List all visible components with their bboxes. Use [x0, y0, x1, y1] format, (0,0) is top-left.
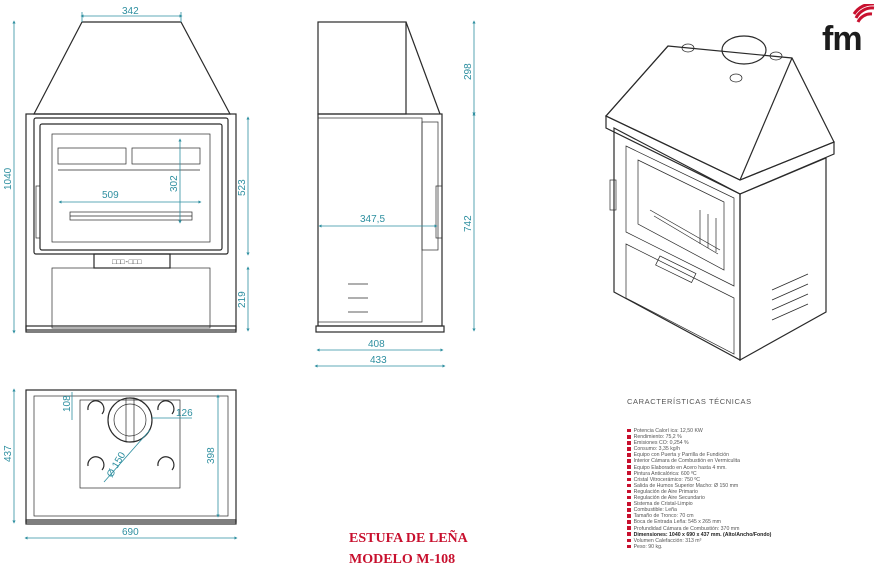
specs-heading: CARACTERÍSTICAS TÉCNICAS: [627, 397, 752, 406]
spec-item: Tamaño de Tronco: 70 cm: [627, 513, 877, 519]
dim-front-hood-width: 342: [122, 6, 139, 17]
spec-item: Combustible: Leña: [627, 507, 877, 513]
dim-front-glass-width: 509: [102, 190, 119, 201]
dim-front-door-height: 523: [237, 179, 248, 196]
spec-item: Dimensiones: 1040 x 690 x 437 mm. (Alto/…: [627, 532, 877, 538]
dim-side-inner-depth: 347,5: [360, 214, 385, 225]
technical-specs: CARACTERÍSTICAS TÉCNICAS Potencia Calorí…: [627, 397, 877, 550]
dim-front-glass-height: 302: [169, 175, 180, 192]
side-view: [315, 21, 445, 333]
spec-item: Peso: 90 kg.: [627, 544, 877, 550]
spec-item: Cristal Vitrocerámico: 750 ºC: [627, 477, 877, 483]
fm-logo-mark: [852, 4, 875, 23]
spec-item: Sistema de Cristal-Limpio: [627, 501, 877, 507]
dim-top-offset-right: 126: [176, 408, 193, 419]
spec-item: Profundidad Cámara de Combustión: 370 mm: [627, 526, 877, 532]
spec-item: Equipo con Puerta y Parrilla de Fundició…: [627, 452, 877, 458]
spec-item: Potencia Calorí ica: 12,50 KW: [627, 428, 877, 434]
product-model: MODELO M-108: [349, 552, 456, 567]
dim-side-hood-height: 298: [463, 63, 474, 80]
dim-front-total-height: 1040: [3, 167, 14, 190]
spec-item: Consumo: 3,35 kg/h: [627, 446, 877, 452]
dim-top-depth: 437: [3, 445, 14, 462]
spec-item: Volumen Calefacción: 313 m³: [627, 538, 877, 544]
isometric-view: [605, 35, 835, 362]
dim-top-offset-left: 108: [62, 395, 73, 412]
dim-side-body-height: 742: [463, 215, 474, 232]
spec-item: Emisiones CO: 0,254 %: [627, 440, 877, 446]
dim-top-width: 690: [122, 527, 139, 538]
product-title-block: ESTUFA DE LEÑA MODELO M-108: [349, 528, 468, 570]
product-title: ESTUFA DE LEÑA: [349, 531, 468, 546]
spec-item: Regulación de Aire Secundario: [627, 495, 877, 501]
spec-item: Equipo Elaborado en Acero hasta 4 mm.: [627, 465, 877, 471]
spec-item: Interior Cámara de Combustión en Vermicu…: [627, 458, 877, 464]
dim-top-flue-diameter: Ø 150: [105, 450, 128, 479]
spec-item: Regulación de Aire Primario: [627, 489, 877, 495]
spec-item: Salida de Humos Superior Macho: Ø 150 mm: [627, 483, 877, 489]
top-view: [25, 389, 237, 525]
side-dimensions: 298 742 347,5 408 433: [314, 20, 476, 368]
control-panel-label: □□□-□□□: [112, 259, 142, 267]
front-view: [25, 21, 237, 333]
spec-item: Pintura Anticalórica: 600 ºC: [627, 471, 877, 477]
front-dimensions: 342 1040 509 302 523 219: [3, 6, 250, 334]
dim-front-base-height: 219: [237, 291, 248, 308]
dim-side-total-depth: 433: [370, 355, 387, 366]
brand-logo-text: fm: [822, 20, 863, 58]
spec-item: Boca de Entrada Leña: 545 x 265 mm: [627, 519, 877, 525]
dim-top-inner-depth: 398: [206, 447, 217, 464]
dim-side-base-depth: 408: [368, 339, 385, 350]
spec-item: Rendimiento: 75,2 %: [627, 434, 877, 440]
